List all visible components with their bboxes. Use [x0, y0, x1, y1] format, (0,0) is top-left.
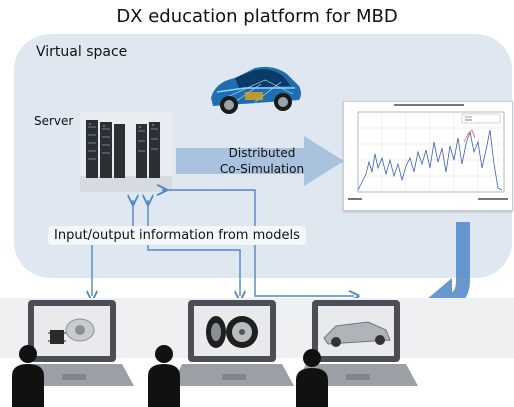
diagram-title: DX education platform for MBD — [116, 6, 398, 27]
server-rack-image — [80, 112, 172, 192]
distributed-label-line2: Co-Simulation — [219, 162, 305, 176]
users-and-laptops — [0, 298, 514, 407]
return-flow-arrow — [426, 222, 470, 322]
distributed-cosimulation-label: Distributed Co-Simulation — [202, 145, 322, 177]
distributed-flow-arrow — [176, 136, 344, 186]
virtual-space-label: Virtual space — [36, 44, 128, 60]
laptop-3 — [296, 300, 418, 386]
car-model-image — [205, 58, 305, 122]
laptop-2 — [172, 300, 294, 386]
user-3-icon — [296, 349, 328, 407]
user-1-icon — [12, 345, 44, 407]
user-2-icon — [148, 345, 180, 407]
io-information-label: Input/output information from models — [48, 226, 306, 245]
server-label: Server — [34, 114, 74, 128]
distributed-label-line1: Distributed — [228, 146, 296, 160]
